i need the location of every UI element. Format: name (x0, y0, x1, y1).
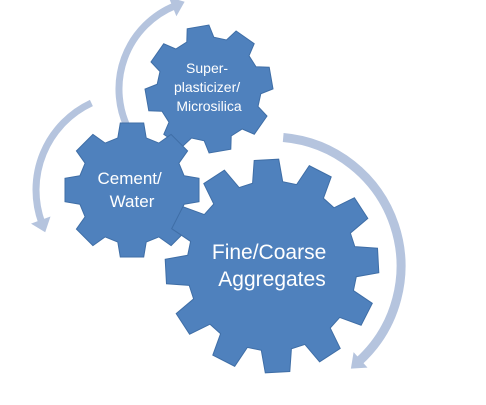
gear-shape (164, 158, 380, 374)
label-line: Super- (186, 60, 228, 76)
arrowhead (169, 0, 185, 17)
gear-shape (64, 122, 200, 258)
label-line: Cement/ (98, 169, 163, 188)
arrow-body (115, 2, 177, 133)
circular-arrow-left (31, 99, 93, 233)
gear-cement: Cement/ Water (64, 122, 200, 258)
arrow-body (32, 99, 93, 224)
label-line: Microsilica (176, 98, 242, 114)
gear-shape (144, 24, 274, 154)
label-line: Water (110, 192, 155, 211)
label-line: Fine/Coarse (212, 241, 326, 264)
gear-label-aggregates: Fine/Coarse Aggregates (212, 241, 332, 291)
gear-aggregates: Fine/Coarse Aggregates (164, 158, 380, 374)
gear-label-cement: Cement/ Water (98, 169, 167, 211)
arrow-body (282, 133, 406, 366)
circular-arrow-top (115, 0, 185, 133)
circular-arrow-right (282, 133, 406, 369)
gear-superplasticizer: Super- plasticizer/ Microsilica (144, 24, 274, 154)
label-line: Aggregates (218, 268, 325, 291)
gear-label-superplasticizer: Super- plasticizer/ Microsilica (174, 60, 244, 114)
arrowhead (31, 216, 51, 233)
arrowhead (350, 352, 368, 369)
label-line: plasticizer/ (174, 79, 240, 95)
